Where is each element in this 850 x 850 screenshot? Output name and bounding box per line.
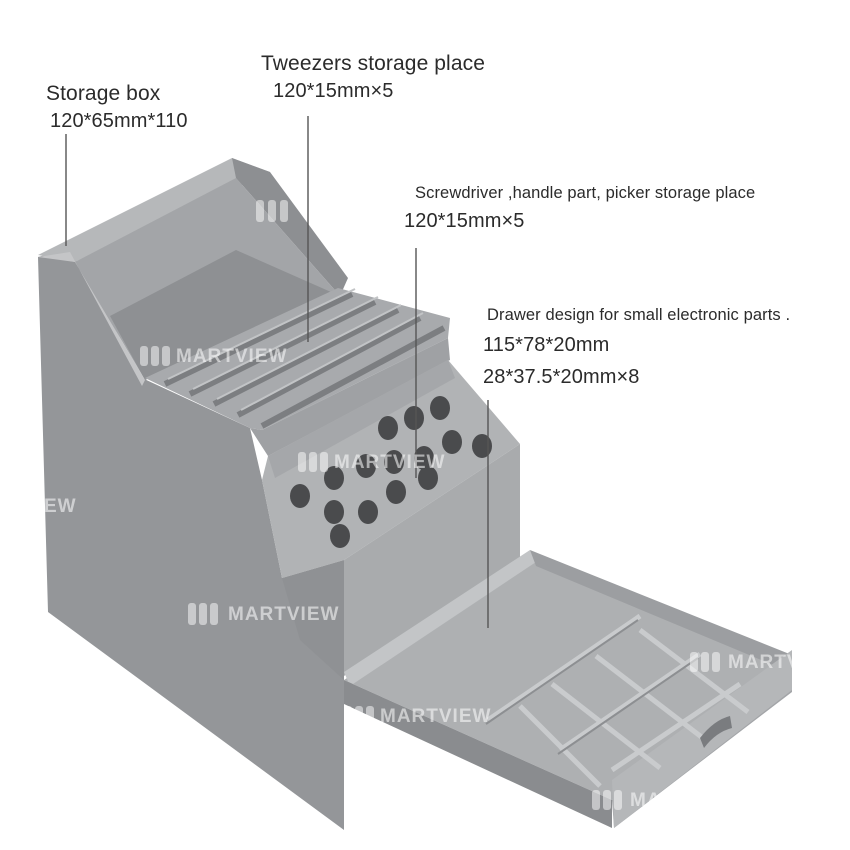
tweezers-title: Tweezers storage place <box>261 52 485 75</box>
drawer-front-face <box>344 680 612 828</box>
screwdriver-title: Screwdriver ,handle part, picker storage… <box>415 184 756 202</box>
drawer-title: Drawer design for small electronic parts… <box>487 306 791 324</box>
tweezers-slots <box>163 291 446 429</box>
watermark-text-partial: EW <box>44 496 77 517</box>
drawer-size-overall: 115*78*20mm <box>483 334 610 356</box>
tweezers-step-front <box>250 338 450 456</box>
screwdriver-size: 120*15mm×5 <box>404 210 525 232</box>
box-left-face <box>38 248 344 830</box>
drawer-right-wall <box>530 550 792 672</box>
watermark-text: MARTVIEW <box>228 604 339 625</box>
drawer-size-compartments: 28*37.5*20mm×8 <box>483 366 640 388</box>
watermark-text: MARTVIEW <box>334 452 445 473</box>
storage-box-left-wall <box>38 158 270 262</box>
watermark-logo-icon <box>140 200 720 810</box>
screwdriver-holes <box>290 396 492 548</box>
watermark-text: MARTVIEW <box>630 790 741 811</box>
storage-box-size: 120*65mm*110 <box>50 110 188 132</box>
watermark-text: MARTVIEW <box>176 346 287 367</box>
body-front-lower <box>282 560 344 680</box>
leader-lines <box>65 116 489 628</box>
screwdriver-plate-top <box>268 360 455 478</box>
tweezers-size: 120*15mm×5 <box>273 80 394 102</box>
body-front-face <box>344 444 520 676</box>
drawer-handle-notch <box>700 716 732 748</box>
watermark-text: MARTVIEW <box>728 652 839 673</box>
watermark-text: MARTVIEW <box>380 706 491 727</box>
watermarks: MARTVIEW MARTVIEW MARTVIEW MARTVIEW MART… <box>44 200 839 811</box>
storage-box-title: Storage box <box>46 82 161 105</box>
storage-box-back-wall <box>232 158 348 296</box>
